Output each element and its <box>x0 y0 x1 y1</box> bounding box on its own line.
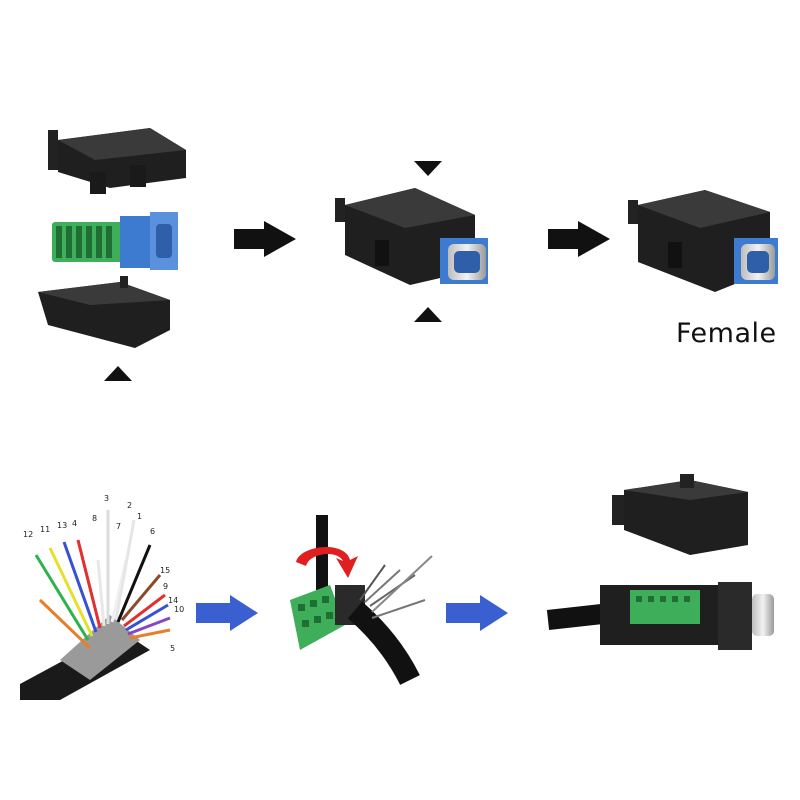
wire-number-label: 3 <box>104 494 110 503</box>
exploded-view <box>38 128 186 381</box>
terminal-board <box>52 212 178 270</box>
top-shell <box>48 128 186 194</box>
rotate-arrow-icon <box>296 547 358 578</box>
stripped-cable <box>20 510 171 700</box>
wire-number-label: 6 <box>150 527 156 536</box>
installing-housing <box>546 474 774 650</box>
wire-number-label: 1 <box>137 512 143 521</box>
female-label: Female <box>676 318 777 349</box>
wire-number-label: 7 <box>116 522 122 531</box>
wire-number-label: 2 <box>127 501 133 510</box>
blue-right-arrow-icon <box>446 595 508 631</box>
up-triangle-icon <box>414 307 442 322</box>
snapping-view <box>335 161 488 322</box>
right-arrow-icon <box>548 221 610 257</box>
assembled-female-connector <box>628 190 778 292</box>
wire-number-label: 12 <box>23 530 34 539</box>
wire-number-label: 8 <box>92 514 98 523</box>
wire-number-label: 11 <box>40 525 51 534</box>
wire-number-label: 13 <box>57 521 68 530</box>
up-triangle-icon <box>104 366 132 381</box>
wire-number-label: 5 <box>170 644 176 653</box>
bottom-shell <box>38 276 170 348</box>
wire-number-label: 14 <box>168 596 179 605</box>
right-arrow-icon <box>234 221 296 257</box>
wire-number-label: 15 <box>160 566 171 575</box>
down-triangle-icon <box>414 161 442 176</box>
wiring-terminal <box>290 515 433 686</box>
wire-number-label: 10 <box>174 605 185 614</box>
wire-number-label: 9 <box>163 582 169 591</box>
blue-right-arrow-icon <box>196 595 258 631</box>
wire-number-label: 4 <box>72 519 78 528</box>
